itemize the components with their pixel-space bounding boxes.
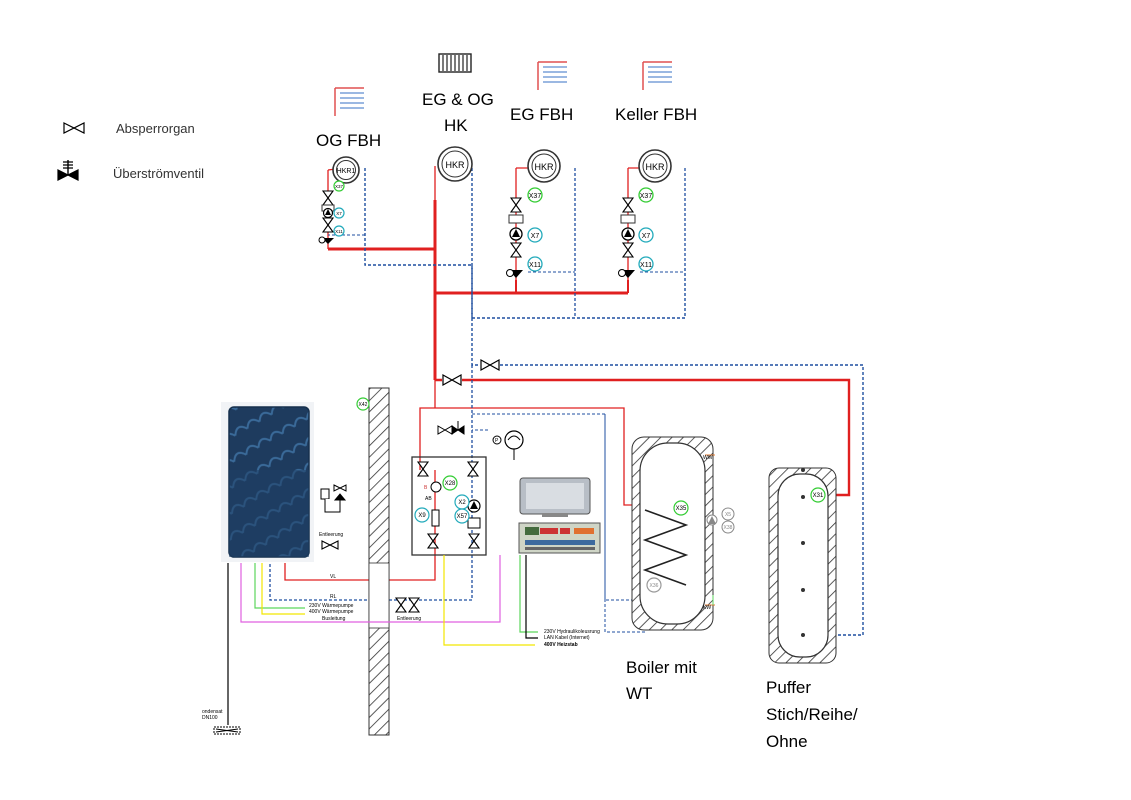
- sensor-x7-eg: X7: [531, 233, 540, 240]
- sensor-x57: X57: [457, 514, 468, 520]
- drain-valve-hp-icon: [321, 540, 339, 550]
- hydraulic-module: [411, 456, 487, 556]
- label-entleerung-hp: Entleerung: [319, 532, 343, 538]
- hydraulic-module-components: [414, 461, 481, 549]
- main-return-valve-icon: [480, 358, 500, 372]
- legend-shutoff-label: Absperrorgan: [116, 121, 195, 136]
- cable-label-hp400: 400V Wärmepumpe: [309, 609, 354, 615]
- floor-heating-icon-og: [334, 87, 364, 116]
- boiler-title-1: Boiler mit: [626, 658, 697, 677]
- label-busleitung: Busleitung: [322, 616, 346, 622]
- puffer-title-3: Ohne: [766, 732, 808, 751]
- sensor-x37-og: X37: [335, 184, 344, 189]
- sensor-x42: X42: [359, 402, 368, 408]
- label-rl: RL: [330, 594, 337, 600]
- label-b: B: [424, 485, 428, 491]
- sensor-x28: X28: [445, 481, 456, 487]
- circuit-title-og-fbh: OG FBH: [316, 131, 382, 150]
- legend-shutoff-valve-icon: [63, 122, 85, 134]
- boiler-tank: [631, 436, 735, 631]
- sensor-x9: X9: [418, 513, 426, 519]
- circuit-title-eg-og-hk-1: EG & OG: [422, 90, 494, 109]
- sensor-x11-og: X11: [335, 229, 343, 234]
- cable-label-hp230: 230V Wärmepumpe: [309, 603, 354, 609]
- hkr-label-og: HKR1: [337, 168, 356, 175]
- hkr-label-eg: HKR: [534, 162, 554, 172]
- circuit-eg-og-hk: [437, 146, 473, 182]
- floor-heating-icon-keller: [642, 61, 672, 90]
- floor-heating-icon-eg: [537, 61, 567, 90]
- heat-pump-unit: [221, 402, 314, 562]
- puffer-title-2: Stich/Reihe/: [766, 705, 858, 724]
- sensor-x31: X31: [813, 493, 824, 499]
- legend-overflow-valve-icon: [57, 160, 79, 181]
- buffer-tank: [768, 467, 837, 664]
- label-kw: KW: [703, 605, 711, 611]
- hkr-label-eg-og: HKR: [445, 160, 465, 170]
- sensor-x36: X36: [650, 583, 659, 589]
- label-vl: VL: [330, 574, 336, 580]
- sensor-x7-keller: X7: [642, 233, 651, 240]
- cable-label-heizstab: 400V Heizstab: [544, 642, 578, 648]
- safety-valve-icon: [320, 484, 347, 513]
- sensor-x35: X35: [676, 506, 687, 512]
- sensor-x37-eg: X37: [529, 193, 542, 200]
- boiler-title-2: WT: [626, 684, 653, 703]
- label-kondensat-2: DN100: [202, 715, 218, 721]
- puffer-title-1: Puffer: [766, 678, 812, 697]
- cable-label-hydro230: 230V Hydraulikoleusrung: [544, 629, 600, 635]
- radiator-icon-eg-og: [438, 53, 472, 73]
- condensate-drain-icon: [213, 726, 241, 735]
- sensor-x11-eg: X11: [529, 262, 541, 269]
- sensor-x11-keller: X11: [640, 262, 652, 269]
- circuit-keller-fbh: [618, 149, 672, 278]
- controller-display: [519, 477, 591, 517]
- label-ab: AB: [425, 496, 432, 502]
- label-entleerung-module: Entleerung: [397, 616, 421, 622]
- circuit-eg-fbh: [506, 149, 561, 278]
- main-supply-valve-icon: [442, 373, 462, 387]
- label-kondensat-1: ondensat: [202, 709, 223, 715]
- drain-valves-icon: [395, 597, 420, 613]
- circuit-title-eg-og-hk-2: HK: [444, 116, 468, 135]
- electrical-cables: [227, 555, 538, 725]
- label-ww: WW: [703, 455, 713, 461]
- sensor-x37-keller: X37: [640, 193, 653, 200]
- legend-overflow-label: Überströmventil: [113, 166, 205, 181]
- sensor-x7-og: X7: [336, 211, 342, 216]
- label-p: P: [495, 438, 499, 444]
- sensor-x38: X38: [724, 525, 733, 531]
- circuit-title-eg-fbh: EG FBH: [510, 105, 574, 124]
- sensor-x5: X5: [725, 512, 731, 518]
- sensor-x2: X2: [458, 500, 466, 506]
- circuit-title-keller-fbh: Keller FBH: [615, 105, 698, 124]
- hkr-label-keller: HKR: [645, 162, 665, 172]
- cable-label-lan: LAN Kabel (Internet): [544, 635, 590, 641]
- expansion-vessel-icon: [437, 421, 524, 460]
- building-wall: [368, 387, 390, 736]
- circuit-og-fbh: [318, 156, 360, 244]
- controller-board: [518, 522, 601, 554]
